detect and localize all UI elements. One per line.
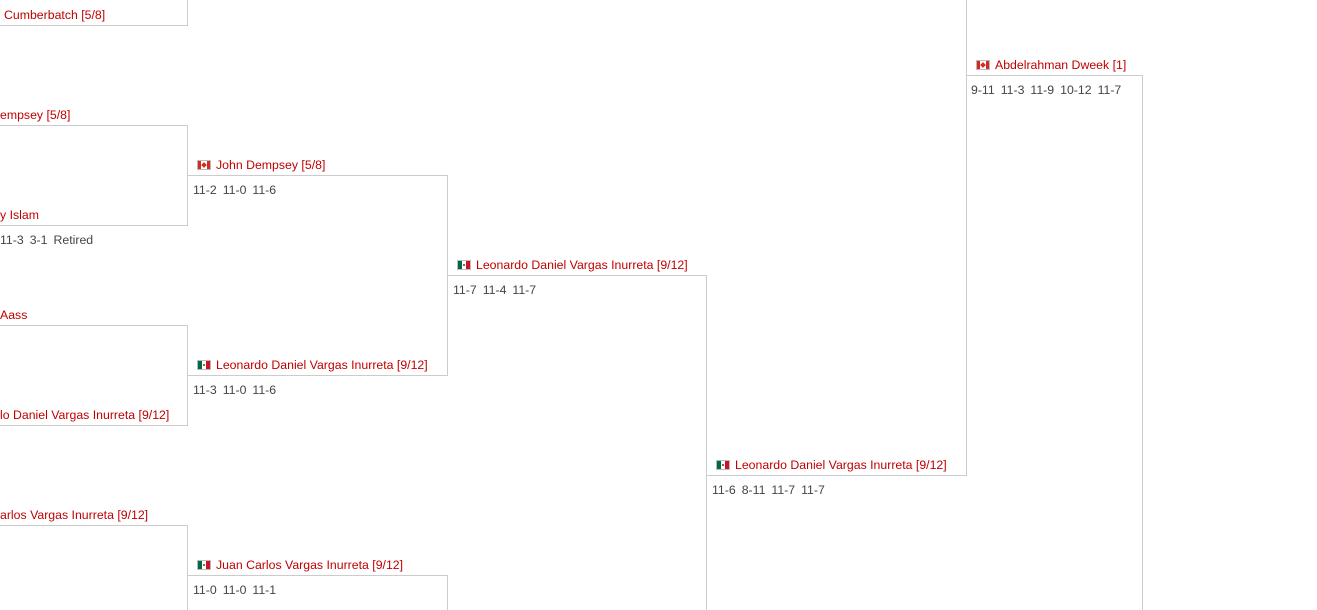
mexico-flag-icon (716, 460, 730, 470)
player-link[interactable]: lo Daniel Vargas Inurreta [9/12] (0, 408, 170, 422)
player-link[interactable]: Juan Carlos Vargas Inurreta [9/12] (197, 557, 403, 573)
bracket-line (0, 325, 188, 326)
bracket-line (0, 425, 188, 426)
bracket-line (187, 325, 188, 426)
player-link[interactable]: Leonardo Daniel Vargas Inurreta [9/12] (197, 357, 428, 373)
bracket-line (188, 175, 448, 176)
bracket-line (187, 125, 188, 226)
bracket-line (447, 575, 448, 610)
bracket-line (967, 75, 1143, 76)
bracket-line (188, 375, 448, 376)
bracket-line (188, 575, 448, 576)
bracket-line (1142, 75, 1143, 610)
bracket-line (187, 525, 188, 610)
player-link[interactable]: Leonardo Daniel Vargas Inurreta [9/12] (716, 457, 947, 473)
player-link[interactable]: arlos Vargas Inurreta [9/12] (0, 508, 149, 522)
bracket-line (0, 125, 188, 126)
mexico-flag-icon (197, 360, 211, 370)
bracket-line (0, 225, 188, 226)
canada-flag-icon (197, 160, 211, 170)
bracket-line (706, 275, 707, 610)
bracket-line (0, 25, 188, 26)
bracket-line (187, 0, 188, 26)
player-link[interactable]: Cumberbatch [5/8] (4, 8, 106, 22)
player-link[interactable]: Aass (0, 308, 28, 322)
canada-flag-icon (976, 60, 990, 70)
bracket-line (448, 275, 707, 276)
bracket-line (966, 0, 967, 476)
mexico-flag-icon (457, 260, 471, 270)
player-link[interactable]: empsey [5/8] (0, 108, 71, 122)
player-link[interactable]: Leonardo Daniel Vargas Inurreta [9/12] (457, 257, 688, 273)
bracket-line (447, 175, 448, 376)
player-link[interactable]: y Islam (0, 208, 39, 222)
player-link[interactable]: John Dempsey [5/8] (197, 157, 325, 173)
bracket-line (707, 475, 967, 476)
mexico-flag-icon (197, 560, 211, 570)
player-link[interactable]: Abdelrahman Dweek [1] (976, 57, 1126, 73)
bracket-line (0, 525, 188, 526)
